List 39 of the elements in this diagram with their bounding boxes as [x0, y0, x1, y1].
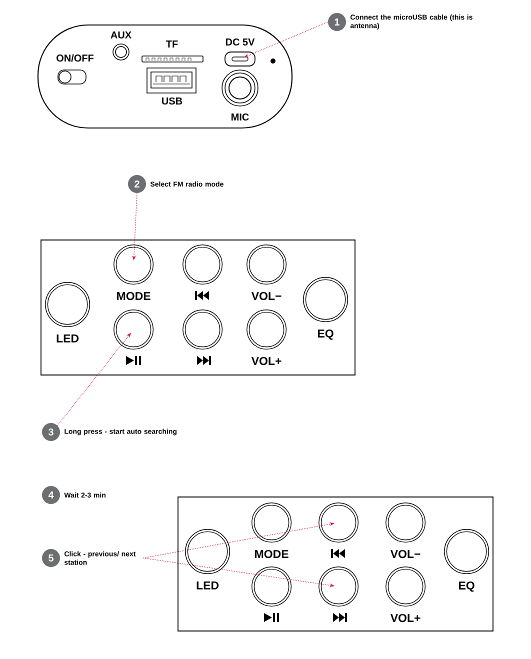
- port-label: ON/OFF: [56, 54, 94, 62]
- round-button: [114, 310, 154, 350]
- node-label: VOL−: [390, 550, 420, 558]
- port-label: DC 5V: [226, 38, 255, 46]
- round-button: LED: [45, 282, 90, 342]
- round-button: [182, 244, 223, 285]
- node-label: EQ: [459, 581, 474, 592]
- node-label: MODE: [117, 292, 150, 300]
- node-label: VOL+: [251, 356, 282, 366]
- round-button: MODE: [252, 502, 292, 558]
- round-button: VOL+: [386, 566, 426, 622]
- round-button: [252, 566, 292, 607]
- round-button: LED: [185, 529, 230, 590]
- step-number: 5: [42, 549, 60, 567]
- node-label: VOL−: [251, 292, 282, 300]
- node-label: LED: [56, 334, 79, 342]
- port-label: AUX: [110, 32, 132, 38]
- round-button: [182, 310, 223, 350]
- round-button: [318, 566, 359, 607]
- port-label: USB: [162, 97, 182, 105]
- node-label: LED: [196, 581, 219, 590]
- round-button: EQ: [303, 277, 348, 340]
- step-number: 1: [328, 13, 346, 31]
- step-number: 4: [42, 486, 60, 504]
- port-label: TF: [166, 40, 178, 48]
- step-number: 2: [128, 175, 146, 193]
- node-label: EQ: [318, 329, 334, 340]
- round-button: EQ: [444, 529, 490, 592]
- button-panel: [40, 240, 356, 376]
- node-label: VOL+: [390, 614, 420, 622]
- round-button: MODE: [114, 244, 154, 300]
- round-button: [318, 502, 359, 543]
- round-button: VOL+: [246, 310, 287, 366]
- port-label: MIC: [232, 113, 249, 121]
- round-button: VOL−: [386, 502, 426, 558]
- button-panel: [178, 496, 494, 632]
- step-number: 3: [42, 423, 60, 441]
- node-label: MODE: [255, 550, 288, 558]
- round-button: VOL−: [246, 244, 287, 300]
